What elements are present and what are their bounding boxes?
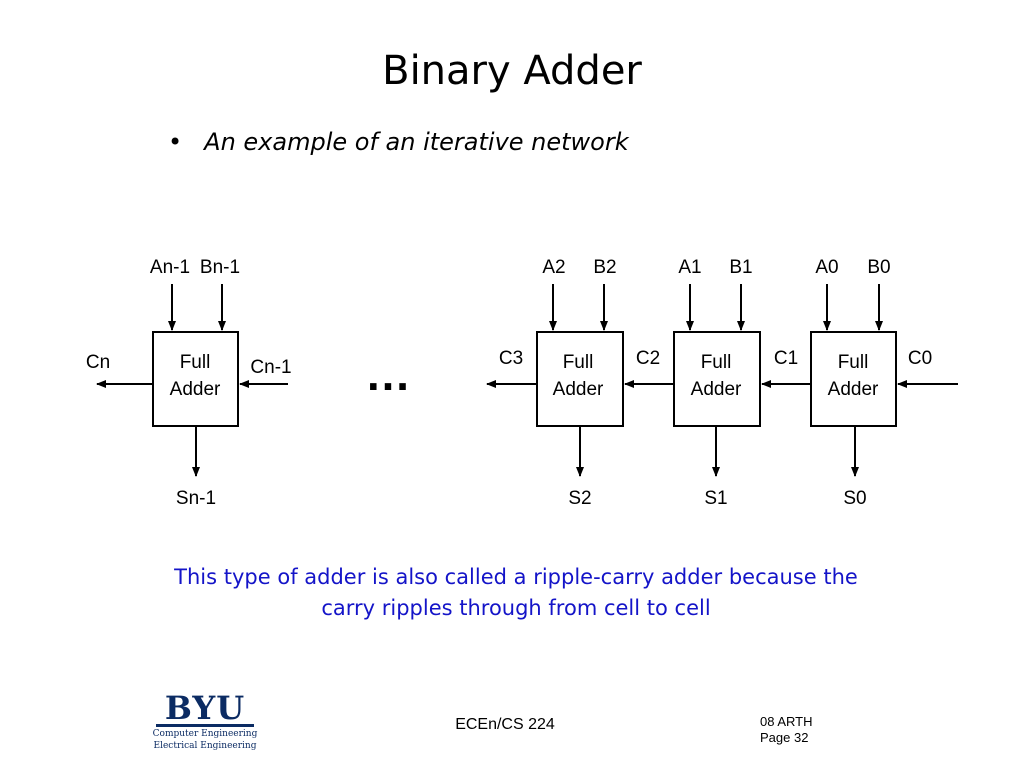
full-adder-label-line1: Full bbox=[838, 352, 869, 373]
bullet-text: An example of an iterative network bbox=[204, 128, 629, 156]
sum-label: S0 bbox=[843, 488, 866, 509]
carry-out-label: C2 bbox=[636, 348, 660, 369]
input-b-label: B2 bbox=[593, 257, 616, 278]
input-a-label: A1 bbox=[678, 257, 701, 278]
full-adder-label-line2: Adder bbox=[170, 379, 221, 400]
bullet-marker: • bbox=[168, 128, 183, 156]
input-a-label: An-1 bbox=[150, 257, 190, 278]
carry-in-label: Cn-1 bbox=[250, 357, 291, 378]
full-adder-label-line1: Full bbox=[701, 352, 732, 373]
full-adder-cell-n-1: Full Adder An-1 Bn-1 Cn-1 Cn Sn-1 bbox=[86, 257, 292, 509]
full-adder-label-line2: Adder bbox=[553, 379, 604, 400]
full-adder-cell-1: Full Adder A1 B1 C2 S1 bbox=[624, 257, 761, 509]
full-adder-box bbox=[536, 331, 624, 427]
full-adder-label-line1: Full bbox=[180, 352, 211, 373]
carry-out-label: C1 bbox=[774, 348, 798, 369]
sum-label: Sn-1 bbox=[176, 488, 216, 509]
footer-page-info: 08 ARTH Page 32 bbox=[760, 714, 813, 746]
input-a-label: A0 bbox=[815, 257, 838, 278]
bullet-point: • An example of an iterative network bbox=[168, 128, 629, 156]
carry-out-label: Cn bbox=[86, 352, 110, 373]
full-adder-cell-0: Full Adder A0 B0 C1 C0 S0 bbox=[761, 257, 958, 509]
full-adder-label-line2: Adder bbox=[828, 379, 879, 400]
logo-divider bbox=[156, 724, 254, 727]
input-a-label: A2 bbox=[542, 257, 565, 278]
logo-wordmark: BYU bbox=[164, 689, 246, 727]
full-adder-cell-2: Full Adder A2 B2 C3 S2 bbox=[486, 257, 624, 509]
footer-page-number: Page 32 bbox=[760, 730, 809, 745]
input-b-label: B1 bbox=[729, 257, 752, 278]
footer-section: 08 ARTH bbox=[760, 714, 813, 729]
logo-dept-line-1: Computer Engineering bbox=[152, 729, 258, 739]
full-adder-box bbox=[673, 331, 761, 427]
input-b-label: B0 bbox=[867, 257, 890, 278]
ellipsis: … bbox=[365, 348, 411, 400]
slide-title: Binary Adder bbox=[382, 48, 642, 94]
carry-in-label: C0 bbox=[908, 348, 932, 369]
full-adder-label-line1: Full bbox=[563, 352, 594, 373]
full-adder-label-line2: Adder bbox=[691, 379, 742, 400]
carry-out-label: C3 bbox=[499, 348, 523, 369]
note-line-1: This type of adder is also called a ripp… bbox=[174, 565, 858, 589]
sum-label: S2 bbox=[568, 488, 591, 509]
input-b-label: Bn-1 bbox=[200, 257, 240, 278]
ripple-carry-note: This type of adder is also called a ripp… bbox=[60, 562, 972, 624]
logo-dept-line-2: Electrical Engineering bbox=[153, 741, 257, 751]
footer-course: ECEn/CS 224 bbox=[455, 716, 555, 733]
sum-label: S1 bbox=[704, 488, 727, 509]
note-line-2: carry ripples through from cell to cell bbox=[321, 596, 711, 620]
full-adder-box bbox=[152, 331, 239, 427]
full-adder-box bbox=[810, 331, 897, 427]
byu-logo: BYU Computer Engineering Electrical Engi… bbox=[150, 690, 260, 752]
